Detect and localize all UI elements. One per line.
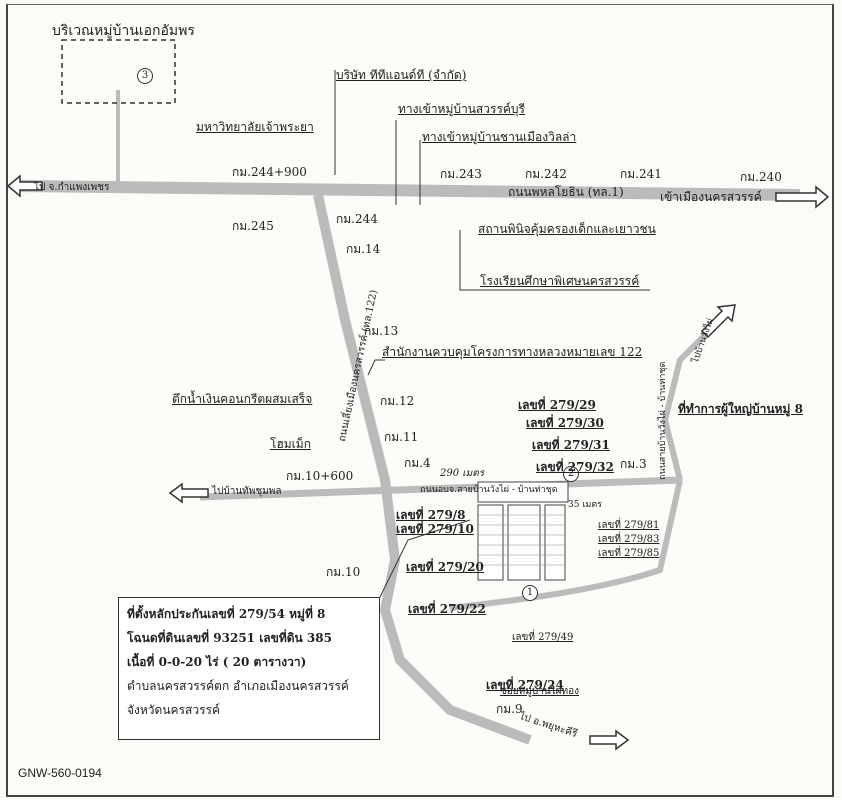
km-9: กม.9 <box>496 702 523 716</box>
label-university: มหาวิทยาลัยเจ้าพระยา <box>196 120 314 134</box>
lot-279-29: เลขที่ 279/29 <box>518 398 596 412</box>
info-line: จังหวัดนครสวรรค์ <box>127 703 220 717</box>
area-title: บริเวณหมู่บ้านเอกอัมพร <box>52 23 195 39</box>
label-concrete-building: ตึกน้ำเงินคอนกรีตผสมเสร็จ <box>172 392 313 406</box>
info-line: ตำบลนครสวรรค์ตก อำเภอเมืองนครสวรรค์ <box>127 679 349 693</box>
km-3: กม.3 <box>620 457 647 471</box>
km-11: กม.11 <box>384 430 419 444</box>
lot-blocks <box>477 481 569 581</box>
marker-1: 1 <box>522 585 538 601</box>
collateral-info-box: ที่ตั้งหลักประกันเลขที่ 279/54 หมู่ที่ 8… <box>118 597 380 740</box>
area3-boundary <box>61 39 176 104</box>
lot-279-24: เลขที่ 279/24 <box>486 678 564 692</box>
label-juvenile-center: สถานพินิจคุ้มครองเด็กและเยาวชน <box>478 222 656 236</box>
label-to-thapsumphon: ไปบ้านทัพชุมพล <box>212 486 282 497</box>
arrow-left-icon <box>168 482 209 504</box>
local-road <box>199 476 681 501</box>
info-line: โฉนดที่ดินเลขที่ 93251 เลขที่ดิน 385 <box>127 631 332 645</box>
label-soi: ซอยหมู่บ้านไผ่ทอง <box>500 686 580 697</box>
label-village-entry-1: ทางเข้าหมู่บ้านสวรรค์บุรี <box>398 102 525 116</box>
label-company: บริษัท ทีทีแอนด์ที (จำกัด) <box>336 68 467 82</box>
marker-3: 3 <box>137 68 153 84</box>
km-12: กม.12 <box>380 394 415 408</box>
label-right-road: ถนนสายบ้านวังไผ่ - บ้านท่าชุด <box>658 361 668 480</box>
km-14: กม.14 <box>346 242 381 256</box>
lot-279-30: เลขที่ 279/30 <box>526 416 604 430</box>
arrow-right-icon <box>775 185 830 209</box>
label-homemart: โฮมเม็ก <box>270 437 311 451</box>
label-distance-35: 35 เมตร <box>568 500 603 510</box>
main-road <box>19 180 801 201</box>
lot-279-49: เลขที่ 279/49 <box>512 632 574 643</box>
km-4: กม.4 <box>404 456 431 470</box>
km-242: กม.242 <box>525 167 567 181</box>
right-road <box>661 317 723 481</box>
label-school: โรงเรียนศึกษาพิเศษนครสวรรค์ <box>480 274 640 288</box>
km-10: กม.10 <box>326 565 361 579</box>
label-local-road: ถนนอบจ.สายบ้านวังไผ่ - บ้านท่าชุด <box>420 485 558 495</box>
label-to-kamphaeng: ไป จ.กำแพงเพชร <box>34 182 110 193</box>
lot-279-31: เลขที่ 279/31 <box>532 438 610 452</box>
info-line: ที่ตั้งหลักประกันเลขที่ 279/54 หมู่ที่ 8 <box>127 607 326 621</box>
km-244: กม.244 <box>336 212 378 226</box>
label-distance-290: 290 เมตร <box>440 468 485 479</box>
lot-279-10: เลขที่ 279/10 <box>396 522 474 536</box>
km-10-600: กม.10+600 <box>286 469 354 483</box>
km-240: กม.240 <box>740 170 782 184</box>
info-line: เนื้อที่ 0-0-20 ไร่ ( 20 ตารางวา) <box>127 655 307 669</box>
label-highway-office: สำนักงานควบคุมโครงการทางหลวงหมายเลข 122 <box>382 345 643 359</box>
km-244-900: กม.244+900 <box>232 165 307 179</box>
bypass-road <box>313 193 532 745</box>
map-frame <box>6 4 834 797</box>
label-to-city: เข้าเมืองนครสวรรค์ <box>660 190 762 204</box>
lot-279-81: เลขที่ 279/81 <box>598 520 660 531</box>
label-headman-office: ที่ทำการผู้ใหญ่บ้านหมู่ 8 <box>678 402 803 416</box>
document-code: GNW-560-0194 <box>18 766 102 780</box>
arrow-up-right-icon <box>700 304 736 339</box>
loop-road <box>449 479 683 611</box>
label-village-entry-2: ทางเข้าหมู่บ้านชานเมืองวิลล่า <box>422 130 577 144</box>
km-243: กม.243 <box>440 167 482 181</box>
lot-279-8: เลขที่ 279/8 <box>396 508 466 522</box>
lot-279-85: เลขที่ 279/85 <box>598 548 660 559</box>
lot-279-83: เลขที่ 279/83 <box>598 534 660 545</box>
lot-279-20: เลขที่ 279/20 <box>406 560 484 574</box>
marker-2: 2 <box>563 466 579 482</box>
km-245: กม.245 <box>232 219 274 233</box>
label-main-road: ถนนพหลโยธิน (ทล.1) <box>508 185 624 199</box>
km-241: กม.241 <box>620 167 662 181</box>
arrow-right-icon <box>589 729 630 751</box>
km-13: กม.13 <box>364 324 399 338</box>
lot-279-32: เลขที่ 279/32 <box>536 460 614 474</box>
lot-279-22: เลขที่ 279/22 <box>408 602 486 616</box>
arrow-left-icon <box>6 174 43 198</box>
